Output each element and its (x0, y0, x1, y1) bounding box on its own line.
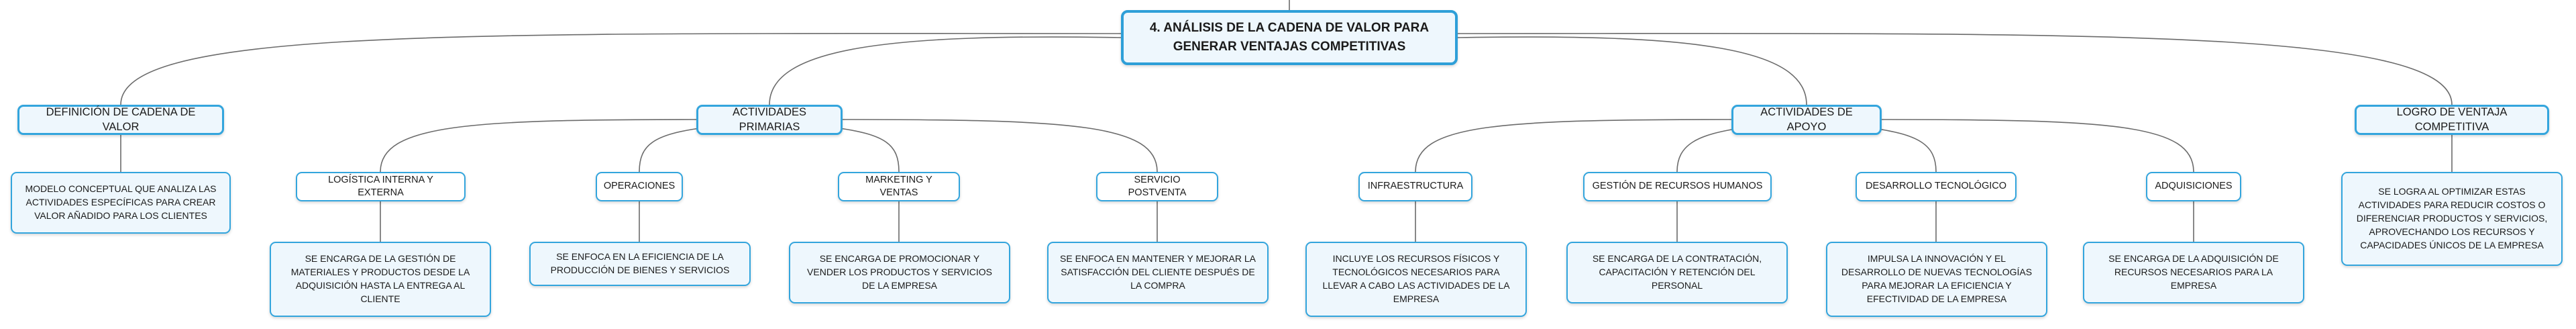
subtopic-servicio-postventa[interactable]: SERVICIO POSTVENTA (1096, 172, 1218, 201)
desc-text: SE ENFOCA EN MANTENER Y MEJORAR LA SATIS… (1060, 253, 1256, 291)
connector-line (1868, 127, 1937, 173)
desc-desarrollo-tecnologico[interactable]: IMPULSA LA INNOVACIÓN Y EL DESARROLLO DE… (1826, 242, 2047, 317)
desc-text: SE ENCARGA DE PROMOCIONAR Y VENDER LOS P… (807, 253, 992, 291)
connector-line (1881, 119, 2194, 173)
desc-operaciones[interactable]: SE ENFOCA EN LA EFICIENCIA DE LA PRODUCC… (529, 242, 751, 286)
desc-text: SE LOGRA AL OPTIMIZAR ESTAS ACTIVIDADES … (2356, 186, 2548, 250)
subtopic-desarrollo-tecnologico[interactable]: DESARROLLO TECNOLÓGICO (1856, 172, 2017, 201)
desc-text: IMPULSA LA INNOVACIÓN Y EL DESARROLLO DE… (1841, 253, 2033, 304)
topic-label: ACTIVIDADES DE APOYO (1760, 105, 1853, 133)
connector-line (1457, 36, 1807, 105)
connector-line (1676, 127, 1745, 173)
subtopic-label: INFRAESTRUCTURA (1367, 181, 1464, 192)
desc-recursos-humanos[interactable]: SE ENCARGA DE LA CONTRATACIÓN, CAPACITAC… (1566, 242, 1788, 303)
subtopic-marketing-ventas[interactable]: MARKETING Y VENTAS (838, 172, 960, 201)
desc-adquisiciones[interactable]: SE ENCARGA DE LA ADQUISICIÓN DE RECURSOS… (2083, 242, 2304, 303)
desc-text: MODELO CONCEPTUAL QUE ANALIZA LAS ACTIVI… (25, 183, 217, 221)
desc-marketing-ventas[interactable]: SE ENCARGA DE PROMOCIONAR Y VENDER LOS P… (789, 242, 1010, 303)
topic-actividades-apoyo[interactable]: ACTIVIDADES DE APOYO (1731, 105, 1882, 135)
connector-line (1457, 32, 2453, 105)
desc-servicio-postventa[interactable]: SE ENFOCA EN MANTENER Y MEJORAR LA SATIS… (1047, 242, 1269, 303)
topic-definicion-cadena-valor[interactable]: DEFINICIÓN DE CADENA DE VALOR (17, 105, 224, 135)
subtopic-adquisiciones[interactable]: ADQUISICIONES (2146, 172, 2241, 201)
connector-line (120, 32, 1122, 105)
desc-text: SE ENCARGA DE LA CONTRATACIÓN, CAPACITAC… (1592, 253, 1762, 291)
subtopic-label: DESARROLLO TECNOLÓGICO (1865, 181, 2007, 192)
topic-label: DEFINICIÓN DE CADENA DE VALOR (46, 105, 196, 133)
desc-infraestructura[interactable]: INCLUYE LOS RECURSOS FÍSICOS Y TECNOLÓGI… (1305, 242, 1527, 317)
connector-line (639, 127, 705, 173)
desc-logistica[interactable]: SE ENCARGA DE LA GESTIÓN DE MATERIALES Y… (270, 242, 491, 317)
subtopic-infraestructura[interactable]: INFRAESTRUCTURA (1358, 172, 1472, 201)
subtopic-label: SERVICIO POSTVENTA (1128, 174, 1187, 198)
connector-line (380, 119, 697, 173)
topic-actividades-primarias[interactable]: ACTIVIDADES PRIMARIAS (696, 105, 843, 135)
connector-line (769, 36, 1122, 105)
subtopic-recursos-humanos[interactable]: GESTIÓN DE RECURSOS HUMANOS (1583, 172, 1772, 201)
desc-definicion-cadena-valor[interactable]: MODELO CONCEPTUAL QUE ANALIZA LAS ACTIVI… (11, 172, 231, 234)
root-topic-text: 4. ANÁLISIS DE LA CADENA DE VALOR PARA G… (1149, 20, 1430, 54)
subtopic-label: GESTIÓN DE RECURSOS HUMANOS (1592, 181, 1763, 192)
topic-label: LOGRO DE VENTAJA COMPETITIVA (2396, 105, 2508, 133)
subtopic-label: ADQUISICIONES (2155, 181, 2233, 192)
desc-text: SE ENFOCA EN LA EFICIENCIA DE LA PRODUCC… (550, 251, 730, 275)
subtopic-operaciones[interactable]: OPERACIONES (596, 172, 683, 201)
connector-line (834, 127, 900, 173)
subtopic-label: MARKETING Y VENTAS (865, 174, 932, 198)
desc-text: SE ENCARGA DE LA ADQUISICIÓN DE RECURSOS… (2108, 253, 2279, 291)
connector-line (842, 119, 1158, 173)
subtopic-label: OPERACIONES (603, 181, 676, 192)
subtopic-label: LOGÍSTICA INTERNA Y EXTERNA (328, 174, 433, 198)
subtopic-logistica[interactable]: LOGÍSTICA INTERNA Y EXTERNA (296, 172, 466, 201)
desc-text: SE ENCARGA DE LA GESTIÓN DE MATERIALES Y… (290, 253, 470, 304)
connector-line (1415, 119, 1732, 173)
topic-logro-ventaja-competitiva[interactable]: LOGRO DE VENTAJA COMPETITIVA (2355, 105, 2549, 135)
topic-label: ACTIVIDADES PRIMARIAS (732, 105, 807, 133)
desc-text: INCLUYE LOS RECURSOS FÍSICOS Y TECNOLÓGI… (1322, 253, 1510, 304)
root-topic[interactable]: 4. ANÁLISIS DE LA CADENA DE VALOR PARA G… (1121, 10, 1458, 65)
desc-logro-ventaja-competitiva[interactable]: SE LOGRA AL OPTIMIZAR ESTAS ACTIVIDADES … (2341, 172, 2563, 266)
